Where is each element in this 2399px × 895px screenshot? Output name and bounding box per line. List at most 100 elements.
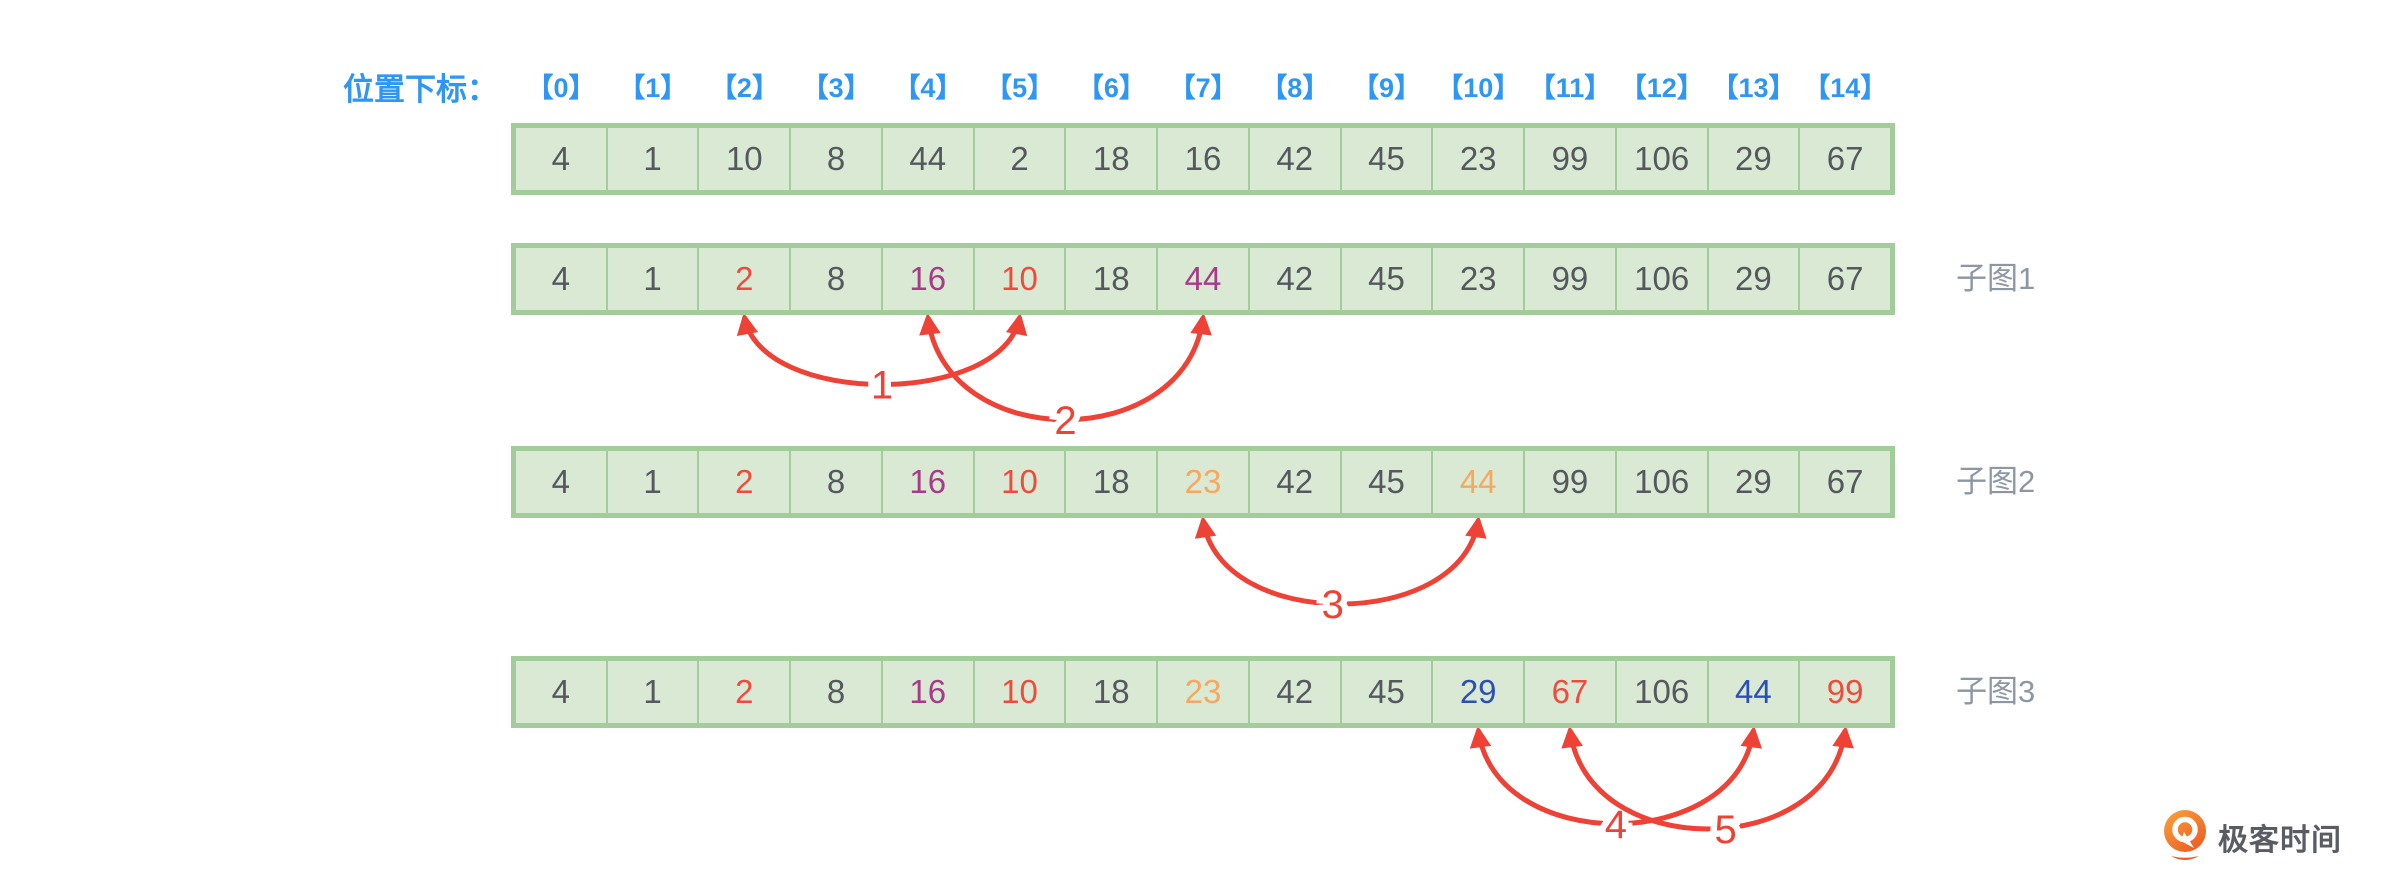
array-cell: 10	[974, 248, 1065, 310]
cell-value: 1	[643, 260, 662, 297]
array-cell: 16	[882, 451, 973, 513]
array-cell: 99	[1525, 451, 1615, 513]
array-cell: 99	[1800, 661, 1890, 723]
array-cell: 1	[607, 128, 698, 190]
geektime-logo: 极客时间	[2160, 808, 2342, 866]
array-cell: 23	[1158, 451, 1248, 513]
array-cell: 16	[882, 248, 973, 310]
index-label: 【11】	[1528, 73, 1612, 103]
cell-value: 106	[1634, 673, 1690, 710]
swap-arrow	[736, 312, 1028, 387]
array-cell: 2	[699, 661, 790, 723]
swap-arrow	[919, 312, 1212, 423]
cell-value: 10	[725, 140, 763, 177]
swap-number-label: 2	[1054, 399, 1076, 443]
cell-value: 67	[1551, 673, 1589, 710]
cell-value: 29	[1735, 463, 1772, 500]
array-cell: 8	[791, 248, 881, 310]
index-label: 【7】	[1168, 73, 1238, 103]
cell-value: 16	[909, 463, 947, 500]
cell-value: 67	[1826, 463, 1864, 500]
cell-value: 45	[1368, 140, 1405, 177]
cell-value: 18	[1092, 463, 1130, 500]
array-cell: 42	[1249, 248, 1340, 310]
array-cell: 18	[1066, 451, 1157, 513]
cell-value: 1	[643, 140, 662, 177]
swap-number-label: 5	[1715, 808, 1737, 852]
array-cell: 67	[1800, 248, 1890, 310]
cell-value: 10	[1001, 260, 1038, 297]
cell-value: 16	[909, 673, 947, 710]
cell-value: 2	[735, 260, 754, 297]
index-label: 【1】	[618, 73, 688, 103]
cell-value: 106	[1634, 140, 1690, 177]
cell-value: 16	[1184, 140, 1222, 177]
cell-value: 2	[735, 463, 754, 500]
geektime-logo-text: 极客时间	[2218, 824, 2342, 857]
subfig-label: 子图2	[1956, 464, 2036, 499]
cell-value: 29	[1735, 260, 1772, 297]
subfig-label: 子图3	[1956, 674, 2036, 709]
array-cell: 99	[1525, 128, 1615, 190]
array-cell: 23	[1433, 128, 1524, 190]
array-cell: 45	[1341, 451, 1432, 513]
cell-value: 106	[1634, 463, 1690, 500]
cell-value: 23	[1184, 673, 1222, 710]
index-label: 【10】	[1436, 73, 1521, 103]
array-cell: 67	[1800, 128, 1890, 190]
swap-number-label: 3	[1322, 583, 1344, 627]
cell-value: 23	[1184, 463, 1222, 500]
array-cell: 10	[974, 451, 1065, 513]
geektime-logo-icon	[2164, 810, 2206, 860]
array-cell: 18	[1066, 128, 1157, 190]
array-cell: 106	[1616, 661, 1707, 723]
array-cell: 23	[1158, 661, 1248, 723]
index-label: 【9】	[1352, 73, 1422, 103]
cell-value: 8	[826, 673, 846, 710]
cell-value: 106	[1634, 260, 1690, 297]
index-label: 【6】	[1076, 73, 1146, 103]
position-index-label: 位置下标：	[343, 72, 498, 107]
cell-value: 1	[643, 673, 662, 710]
array-cell: 4	[516, 128, 606, 190]
cell-value: 45	[1368, 260, 1405, 297]
cell-value: 44	[1459, 463, 1497, 500]
index-label: 【8】	[1260, 73, 1330, 103]
swap-arrow	[1561, 725, 1854, 832]
cell-value: 99	[1551, 260, 1589, 297]
swap-arrow	[1194, 515, 1487, 607]
cell-value: 29	[1459, 673, 1497, 710]
index-label: 【0】	[526, 73, 596, 103]
cell-value: 67	[1826, 140, 1864, 177]
array-cell: 16	[1158, 128, 1248, 190]
cell-value: 99	[1551, 463, 1589, 500]
array-cell: 42	[1249, 128, 1340, 190]
cell-value: 99	[1826, 673, 1864, 710]
array-cell: 45	[1341, 661, 1432, 723]
cell-value: 45	[1368, 463, 1405, 500]
array-cell: 2	[699, 248, 790, 310]
subfig-label: 子图1	[1956, 261, 2036, 296]
array-cell: 10	[974, 661, 1065, 723]
array-cell: 99	[1525, 248, 1615, 310]
swap-number-label: 1	[871, 364, 893, 408]
cell-value: 4	[551, 673, 571, 710]
cell-value: 10	[1001, 673, 1038, 710]
array-cell: 29	[1708, 128, 1799, 190]
cell-value: 42	[1276, 673, 1314, 710]
array-cell: 16	[882, 661, 973, 723]
index-label: 【5】	[985, 73, 1055, 103]
cell-value: 18	[1092, 260, 1130, 297]
cell-value: 42	[1276, 140, 1314, 177]
array-cell: 106	[1616, 248, 1707, 310]
swap-number-label: 4	[1605, 803, 1627, 847]
array-cell: 1	[607, 451, 698, 513]
cell-value: 4	[551, 260, 571, 297]
cell-value: 4	[551, 463, 571, 500]
array-cell: 1	[607, 248, 698, 310]
cell-value: 44	[1184, 260, 1222, 297]
